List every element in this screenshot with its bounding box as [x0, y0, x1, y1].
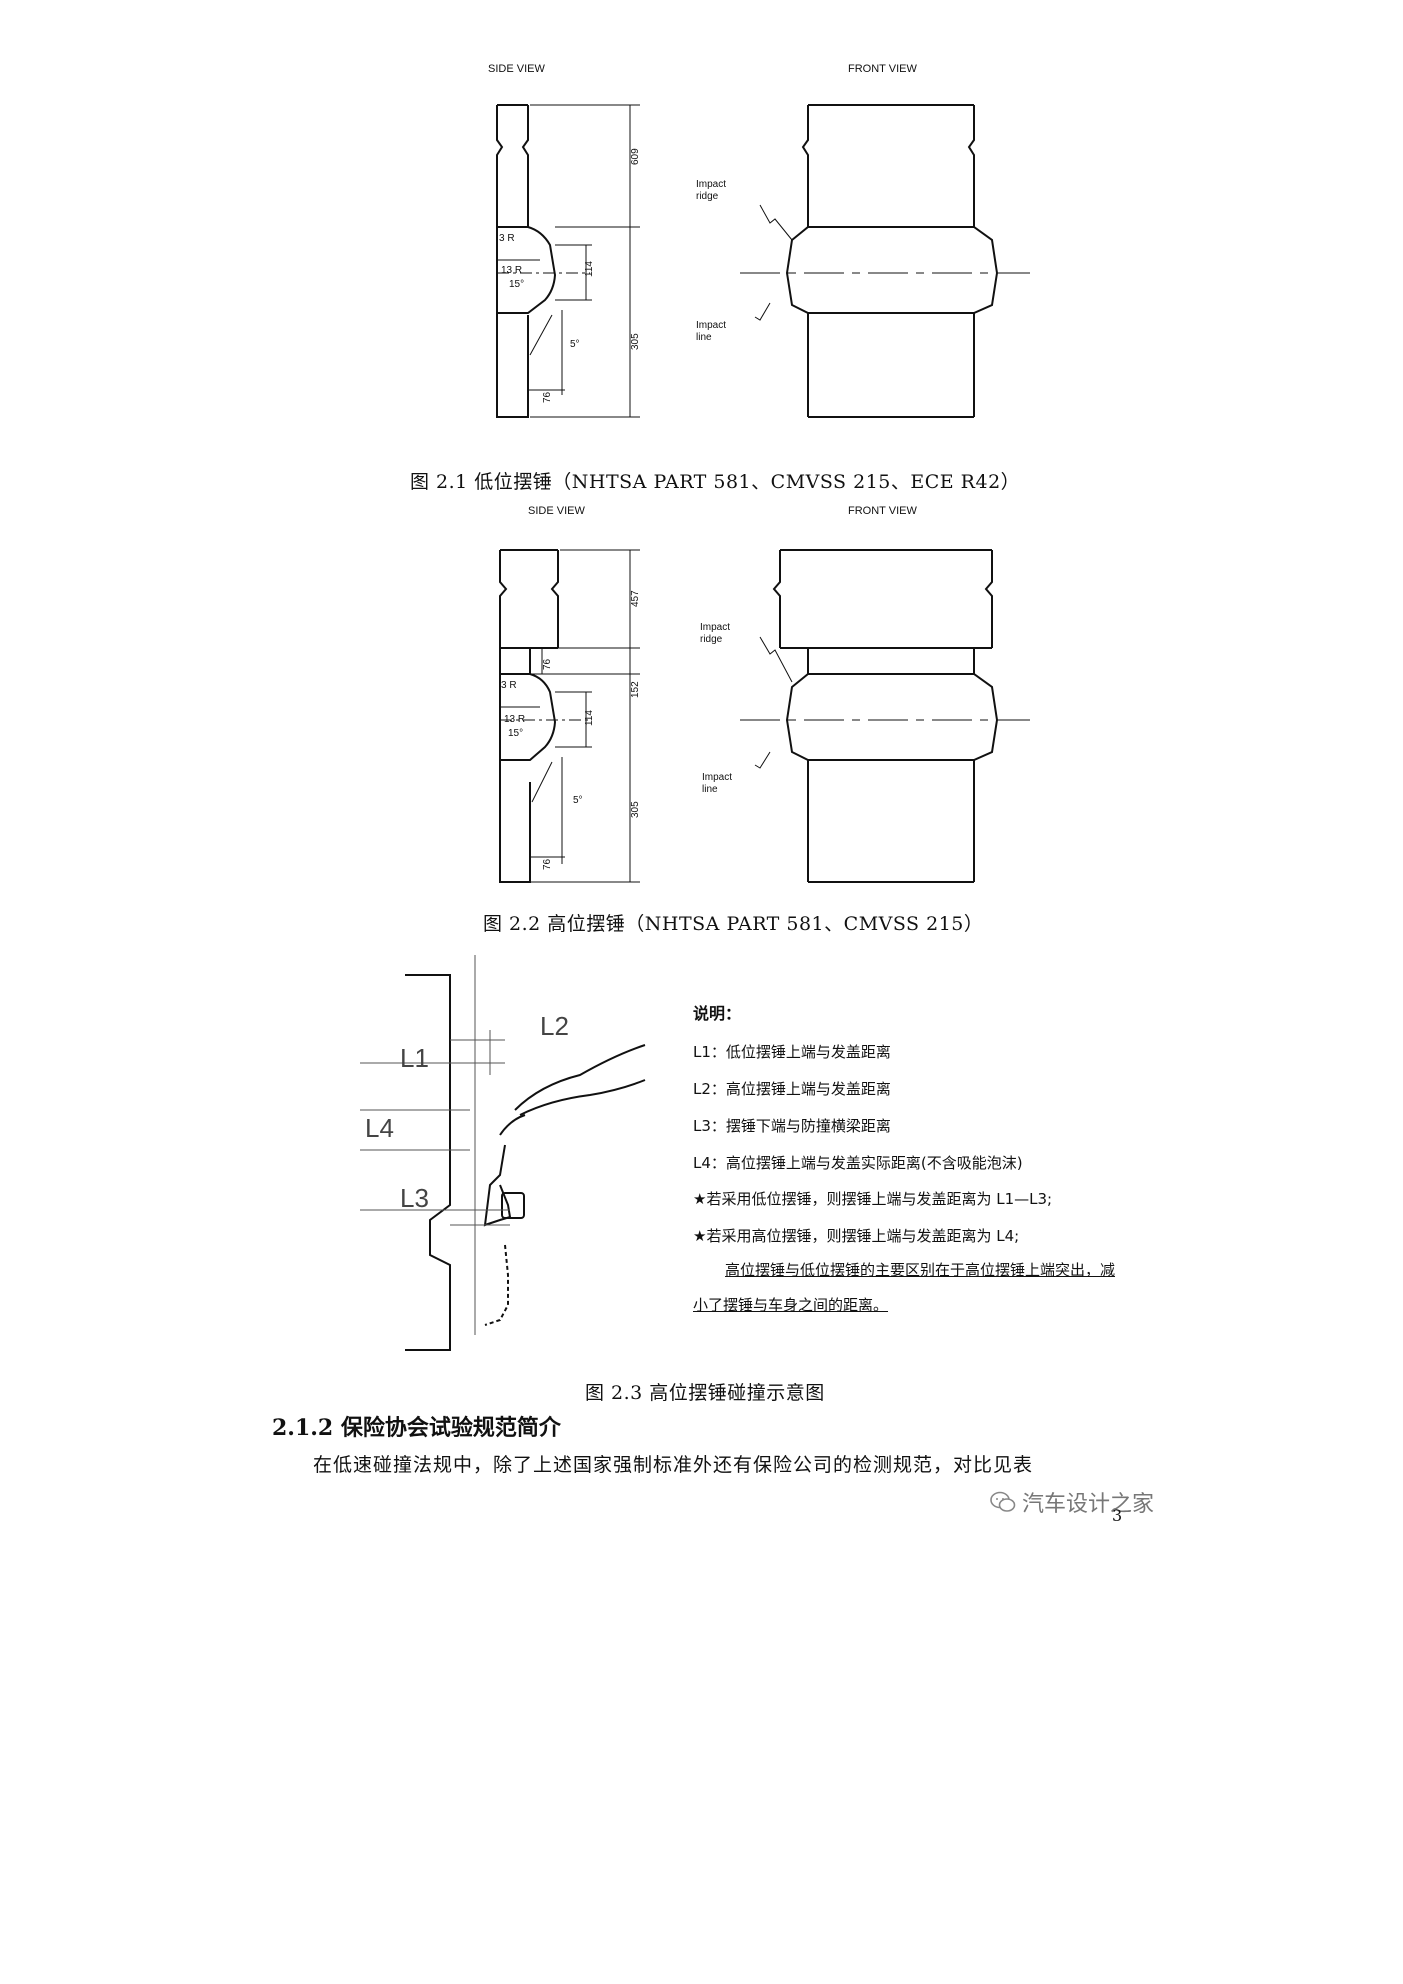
figure-2-2-high-pendulum: SIDE VIEW FRONT VIEW 457: [470, 502, 1030, 887]
page-number: 3: [1112, 1506, 1123, 1525]
note-star-1: ★若采用低位摆锤，则摆锤上端与发盖距离为 L1—L3;: [693, 1190, 1053, 1208]
note-star-2: ★若采用高位摆锤，则摆锤上端与发盖距离为 L4;: [693, 1227, 1020, 1245]
side-view-label: SIDE VIEW: [488, 63, 545, 75]
notes-title: 说明：: [693, 1004, 742, 1023]
side-view-label: SIDE VIEW: [528, 505, 585, 517]
note-l3: L3：摆锤下端与防撞横梁距离: [693, 1117, 891, 1135]
side-view-dimensions: [530, 549, 640, 883]
figure-2-1-low-pendulum: SIDE VIEW FRONT VIEW 609 114: [470, 55, 1030, 425]
note-l4: L4：高位摆锤上端与发盖实际距离(不含吸能泡沫): [693, 1154, 1023, 1172]
label-15deg: 15°: [509, 279, 524, 290]
side-view-outline: [496, 104, 590, 418]
impact-ridge-label-2: ridge: [700, 634, 723, 645]
sketch-label-l3: L3: [400, 1183, 429, 1213]
impact-line-label-2: line: [696, 332, 712, 343]
figure-2-2-caption: 图 2.2 高位摆锤（NHTSA PART 581、CMVSS 215）: [483, 913, 984, 935]
label-3r: 3 R: [499, 233, 515, 244]
label-13r: 13 R: [504, 714, 525, 725]
side-view-outline: [499, 549, 590, 883]
impact-ridge-label-1: Impact: [700, 622, 730, 633]
dim-305: 305: [630, 333, 641, 350]
impact-line-label-1: Impact: [696, 320, 726, 331]
wechat-icon: [990, 1491, 1016, 1512]
note-l1: L1：低位摆锤上端与发盖距离: [693, 1043, 891, 1061]
label-15deg: 15°: [508, 728, 523, 739]
label-13r: 13 R: [501, 265, 522, 276]
impact-ridge-label-2: ridge: [696, 191, 719, 202]
watermark: 汽车设计之家: [990, 1486, 1154, 1518]
note-l2: L2：高位摆锤上端与发盖距离: [693, 1080, 891, 1098]
label-5deg: 5°: [570, 339, 580, 350]
sketch-label-l1: L1: [400, 1043, 429, 1073]
dim-114: 114: [584, 261, 595, 277]
dim-114: 114: [584, 710, 595, 726]
impact-line-label-2: line: [702, 784, 718, 795]
dim-76: 76: [542, 858, 553, 870]
front-view-outline: [740, 104, 1030, 418]
impact-ridge-label-1: Impact: [696, 179, 726, 190]
dim-457: 457: [630, 590, 641, 607]
front-view-label: FRONT VIEW: [848, 505, 917, 517]
side-view-dimensions: [528, 104, 640, 418]
dim-152: 152: [630, 681, 641, 698]
front-view-label: FRONT VIEW: [848, 63, 917, 75]
dim-76-upper: 76: [542, 658, 553, 670]
front-view-outline: [740, 549, 1030, 883]
label-3r: 3 R: [501, 680, 517, 691]
dim-609: 609: [630, 148, 641, 165]
figure-2-3-caption: 图 2.3 高位摆锤碰撞示意图: [585, 1382, 825, 1404]
figure-2-1-caption: 图 2.1 低位摆锤（NHTSA PART 581、CMVSS 215、ECE …: [410, 471, 1021, 493]
sketch-label-l2: L2: [540, 1011, 569, 1041]
dim-76: 76: [542, 391, 553, 403]
note-paragraph-line-2: 小了摆锤与车身之间的距离。: [693, 1296, 889, 1314]
sketch-label-l4: L4: [365, 1113, 394, 1143]
note-paragraph-line-1: 高位摆锤与低位摆锤的主要区别在于高位摆锤上端突出，减: [725, 1261, 1116, 1279]
dim-305: 305: [630, 801, 641, 818]
label-5deg: 5°: [573, 795, 583, 806]
impact-line-label-1: Impact: [702, 772, 732, 783]
figure-2-3-sketch: L1 L2 L3 L4: [360, 955, 650, 1355]
watermark-text: 汽车设计之家: [1022, 1492, 1155, 1517]
section-heading: 2.1.2 保险协会试验规范简介: [272, 1415, 561, 1441]
section-body: 在低速碰撞法规中，除了上述国家强制标准外还有保险公司的检测规范，对比见表: [313, 1454, 1034, 1476]
